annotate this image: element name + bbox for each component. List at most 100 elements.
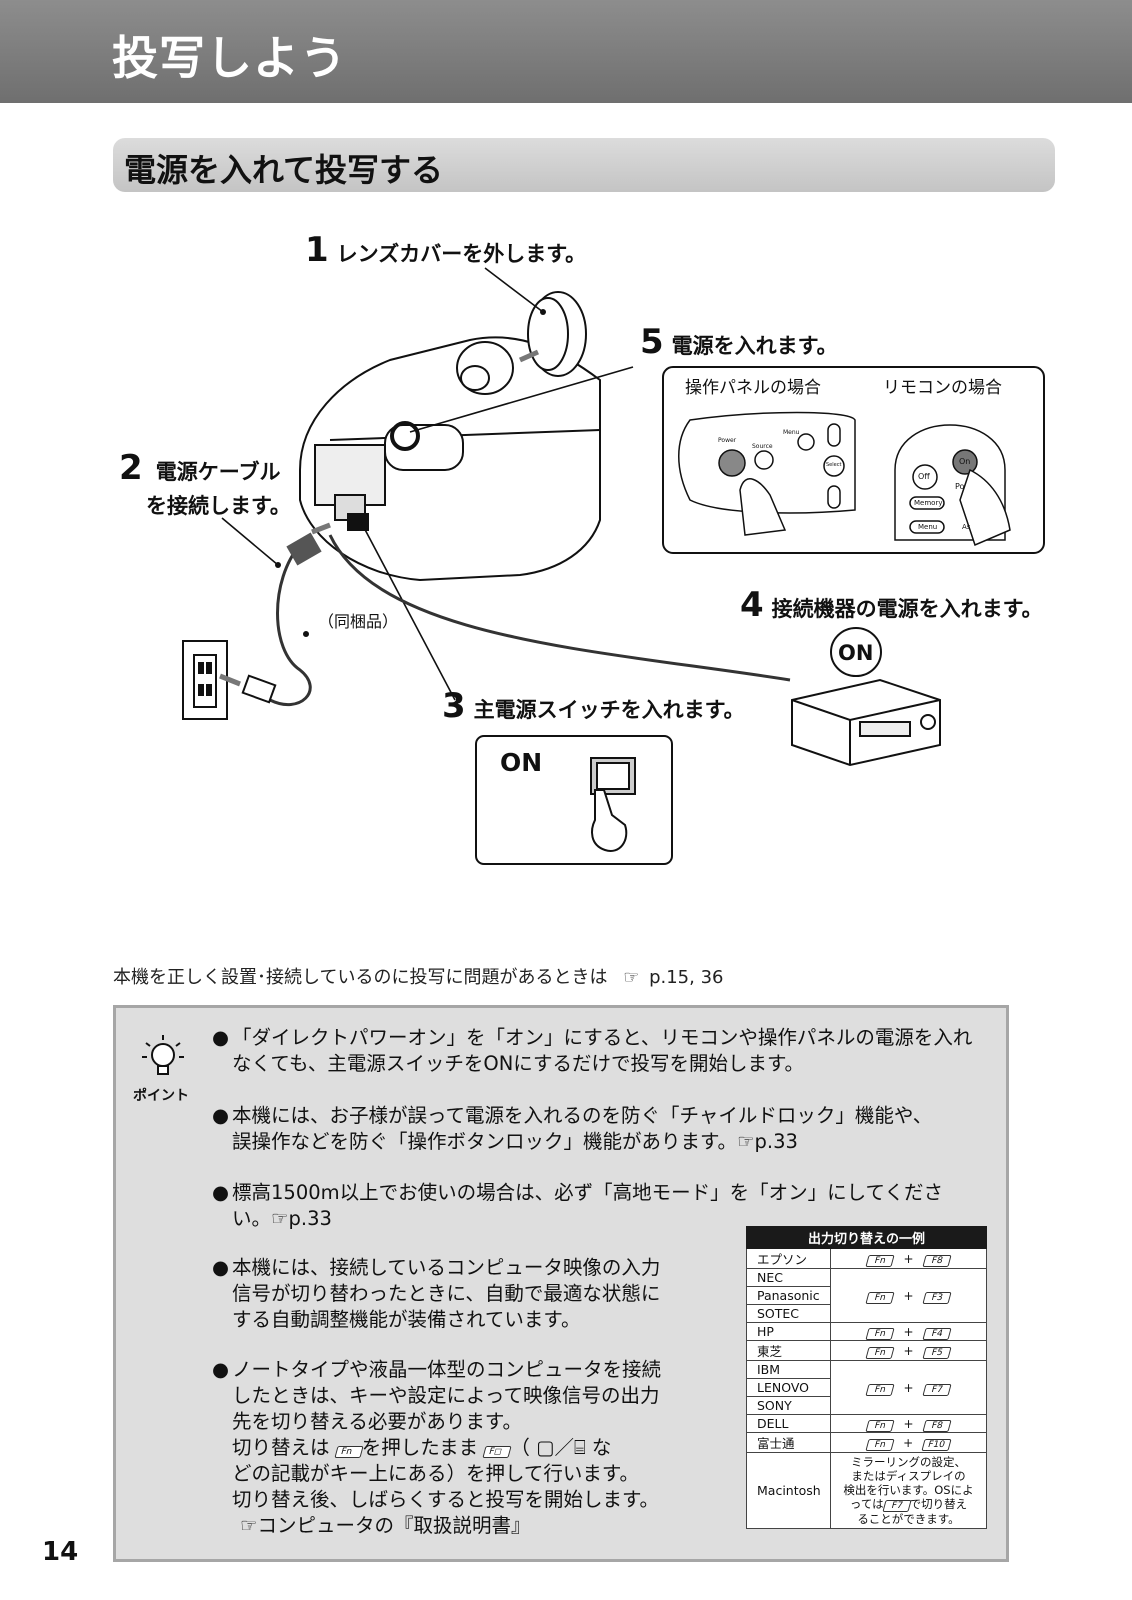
- main-switch-drawing: [590, 757, 636, 852]
- output-switch-table: 出力切り替えの一例 エプソン Fn+F8 NEC Fn+F3 Panasonic…: [746, 1226, 987, 1529]
- lcd-key-icon: F◻: [482, 1446, 512, 1458]
- table-row: Macintosh ミラーリングの設定、 またはディスプレイの 検出を行います。…: [746, 1452, 987, 1529]
- table-row: DELL Fn+F8: [746, 1414, 987, 1433]
- reference-text: 本機を正しく設置･接続しているのに投写に問題があるときは: [113, 967, 608, 988]
- key-combo-cell: Fn+F10: [830, 1432, 987, 1453]
- point-bullet-2: ● 本機には、お子様が誤って電源を入れるのを防ぐ「チャイルドロック」機能や、 誤…: [212, 1104, 933, 1153]
- remote-po-label: Po: [955, 482, 965, 491]
- av-device-drawing: [791, 678, 941, 767]
- table-row: NEC Fn+F3: [746, 1268, 987, 1323]
- maker-cell: SOTEC: [746, 1304, 831, 1323]
- step-4-text: 接続機器の電源を入れます。: [771, 597, 1043, 621]
- reference-hand-icon: ☞: [623, 967, 640, 988]
- step-1: 1 レンズカバーを外します。: [305, 230, 586, 270]
- switch-on-text: ON: [500, 748, 543, 777]
- bullet-2-ref[interactable]: p.33: [754, 1130, 798, 1153]
- table-row: HP Fn+F4: [746, 1322, 987, 1341]
- fn-key-icon: Fn: [334, 1446, 364, 1458]
- step-2-text-line2: を接続します。: [146, 494, 291, 518]
- bullet-2-line-1: 本機には、お子様が誤って電源を入れるのを防ぐ「チャイルドロック」機能や、: [232, 1104, 933, 1127]
- key-combo-cell: Fn+F8: [830, 1414, 987, 1433]
- point-bullet-5: ● ノートタイプや液晶一体型のコンピュータを接続 したときは、キーや設定によって…: [212, 1358, 662, 1537]
- maker-cell: DELL: [746, 1414, 831, 1433]
- control-panel-drawing: [678, 411, 856, 536]
- maker-cell: SONY: [746, 1396, 831, 1415]
- setup-illustration: [182, 267, 1045, 865]
- step-1-text: レンズカバーを外します。: [336, 242, 587, 266]
- reference-pages[interactable]: p.15, 36: [649, 967, 724, 988]
- table-row: 富士通 Fn+F10: [746, 1432, 987, 1453]
- section-bar: [113, 138, 1055, 192]
- hand-icon: ☞: [271, 1207, 289, 1230]
- remote-on-label: On: [959, 457, 971, 466]
- line4-a: 切り替えは: [232, 1436, 330, 1459]
- step-5-number: 5: [640, 322, 664, 362]
- remote-case-label: リモコンの場合: [883, 378, 1002, 398]
- remote-off-label: Off: [918, 472, 930, 481]
- key-combo-cell: Fn+F3: [830, 1268, 987, 1323]
- bullet-1-line-2: なくても、主電源スイッチをONにするだけで投写を開始します。: [232, 1052, 805, 1075]
- bullet-5-line-6: 切り替え後、しばらくすると投写を開始します。: [232, 1488, 660, 1511]
- table-row: SOTEC: [746, 1304, 987, 1323]
- step-5-text: 電源を入れます。: [671, 334, 838, 358]
- step-4: 4 接続機器の電源を入れます。: [740, 585, 1043, 625]
- laptop-icon: ⌸: [574, 1436, 586, 1459]
- step-3: 3 主電源スイッチを入れます。: [442, 686, 745, 726]
- on-badge-text: ON: [838, 641, 874, 665]
- maker-cell: Macintosh: [746, 1452, 831, 1529]
- bullet-3-line-2: い。: [232, 1207, 272, 1230]
- key-combo-cell: Fn+F4: [830, 1322, 987, 1341]
- key-combo-cell: Fn+F8: [830, 1248, 987, 1269]
- line4-e: な: [591, 1436, 612, 1459]
- maker-cell: Panasonic: [746, 1286, 831, 1305]
- maker-cell: エプソン: [746, 1248, 831, 1269]
- wall-outlet-drawing: [182, 640, 277, 720]
- maker-cell: LENOVO: [746, 1378, 831, 1397]
- maker-cell: 東芝: [746, 1340, 831, 1361]
- point-bullet-4: ● 本機には、接続しているコンピュータ映像の入力 信号が切り替わったときに、自動…: [212, 1256, 661, 1331]
- bullet-3-ref[interactable]: p.33: [288, 1207, 332, 1230]
- panel-source-label: Source: [752, 443, 773, 450]
- panel-case-label: 操作パネルの場合: [685, 378, 821, 398]
- bullet-3-line-1: 標高1500m以上でお使いの場合は、必ず「高地モード」を「オン」にしてくださ: [232, 1181, 943, 1204]
- bullet-5-line-7: コンピュータの『取扱説明書』: [257, 1514, 531, 1537]
- lens-cover-drawing: [527, 291, 587, 377]
- lightbulb-icon: [142, 1035, 184, 1075]
- remote-as-label: As: [962, 523, 971, 531]
- chapter-title: 投写しよう: [112, 31, 347, 85]
- line4-c: （: [510, 1436, 530, 1459]
- bundled-label: （同梱品）: [318, 612, 399, 631]
- maker-cell: HP: [746, 1322, 831, 1341]
- bullet-4-line-1: 本機には、接続しているコンピュータ映像の入力: [232, 1256, 661, 1279]
- remote-memory-label: Memory: [914, 499, 943, 507]
- step-5: 5 電源を入れます。: [640, 322, 838, 362]
- step-2-text-line1: 電源ケーブル: [155, 460, 281, 484]
- key-combo-cell: Fn+F5: [830, 1340, 987, 1361]
- bullet-5-line-3: 先を切り替える必要があります。: [232, 1410, 522, 1433]
- maker-cell: NEC: [746, 1268, 831, 1287]
- point-label: ポイント: [133, 1088, 189, 1104]
- bullet-2-line-2: 誤操作などを防ぐ「操作ボタンロック」機能があります。: [232, 1130, 738, 1153]
- bullet-1-line-1: 「ダイレクトパワーオン」を「オン」にすると、リモコンや操作パネルの電源を入れ: [232, 1026, 973, 1049]
- step-2-number: 2: [119, 448, 143, 488]
- remote-menu-label: Menu: [918, 523, 938, 531]
- panel-menu-label: Menu: [783, 429, 800, 436]
- step-3-text: 主電源スイッチを入れます。: [473, 698, 745, 722]
- maker-cell: 富士通: [746, 1432, 831, 1453]
- point-bullet-1: ● 「ダイレクトパワーオン」を「オン」にすると、リモコンや操作パネルの電源を入れ…: [212, 1026, 973, 1075]
- monitor-icon: ▢: [536, 1436, 555, 1459]
- key-combo-cell: Fn+F7: [830, 1360, 987, 1415]
- hand-icon: ☞: [737, 1130, 755, 1153]
- table-row: エプソン Fn+F8: [746, 1248, 987, 1269]
- on-badge-circle: [830, 627, 882, 677]
- remote-drawing: [894, 424, 1011, 547]
- step-2: 2 電源ケーブル を接続します。: [119, 448, 291, 520]
- table-title: 出力切り替えの一例: [746, 1226, 987, 1249]
- maker-cell: IBM: [746, 1360, 831, 1379]
- bullet-5-line-1: ノートタイプや液晶一体型のコンピュータを接続: [232, 1358, 662, 1381]
- bullet-5-line-5: どの記載がキー上にある）を押して行います。: [232, 1462, 639, 1485]
- table-row: IBM Fn+F7: [746, 1360, 987, 1415]
- section-title: 電源を入れて投写する: [124, 151, 444, 189]
